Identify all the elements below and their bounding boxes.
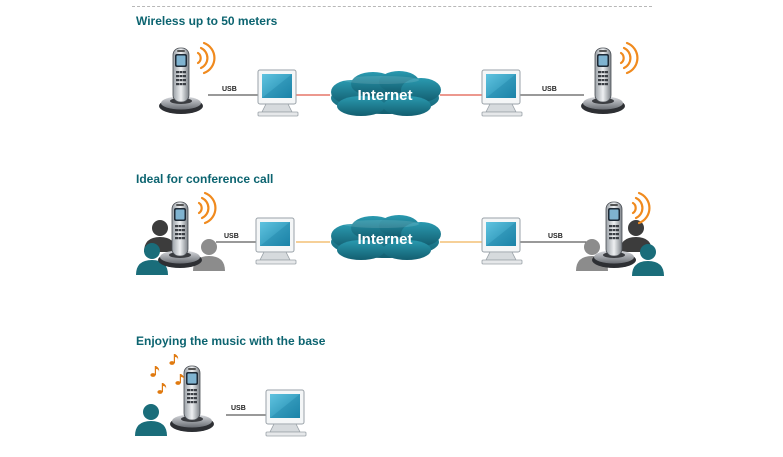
music-note-icon [169, 354, 179, 365]
usb-label: USB [231, 405, 246, 412]
computer-monitor-icon [481, 217, 523, 265]
person-icon [135, 404, 167, 436]
computer-monitor-icon [255, 217, 297, 265]
computer-monitor-icon [257, 69, 299, 117]
computer-monitor-icon [265, 389, 307, 437]
cordless-phone-icon [158, 47, 204, 115]
cordless-phone-icon [591, 201, 637, 269]
wireless-signal-icon [197, 191, 217, 225]
heading-conference: Ideal for conference call [136, 172, 274, 186]
music-note-icon [157, 383, 167, 394]
usb-label: USB [224, 233, 239, 240]
top-divider [132, 6, 652, 7]
cordless-phone-icon [157, 201, 203, 269]
wireless-signal-icon [619, 41, 639, 75]
cloud-label: Internet [357, 87, 412, 104]
music-note-icon [150, 366, 160, 377]
usb-label: USB [548, 233, 563, 240]
heading-music: Enjoying the music with the base [136, 334, 326, 348]
wireless-signal-icon [196, 41, 216, 75]
cordless-phone-icon [169, 365, 215, 433]
cordless-phone-icon [580, 47, 626, 115]
usb-label: USB [542, 86, 557, 93]
usb-label: USB [222, 86, 237, 93]
cloud-label: Internet [357, 231, 412, 248]
wireless-signal-icon [631, 191, 651, 225]
section-music: USB [135, 354, 307, 437]
section-wireless: USB Internet USB [158, 41, 639, 117]
section-conference: USB Internet USB [136, 191, 664, 276]
music-note-icon [175, 374, 185, 385]
heading-wireless: Wireless up to 50 meters [136, 14, 278, 28]
computer-monitor-icon [481, 69, 523, 117]
